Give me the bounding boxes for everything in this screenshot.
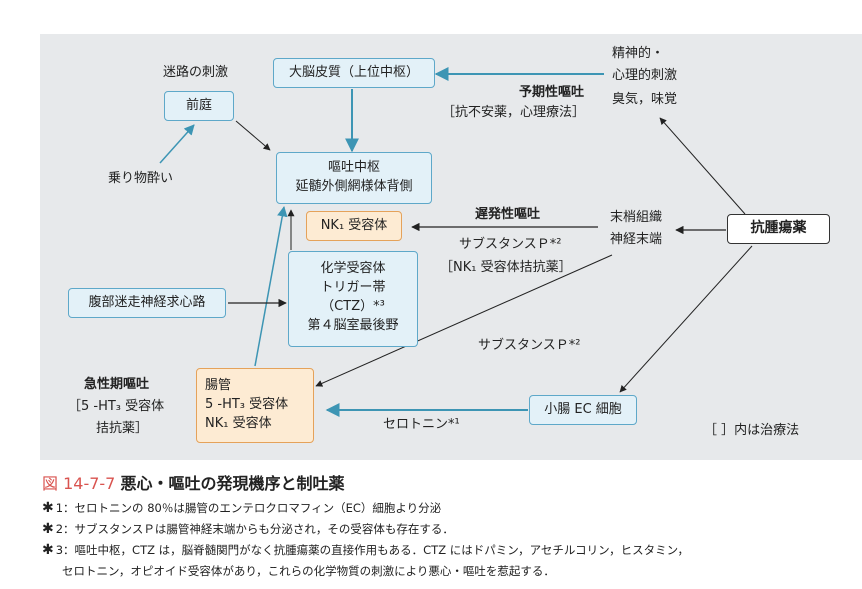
label-substance-p-lower: サブスタンスＰ*²	[478, 338, 581, 353]
footnote-asterisk-icon: ✱	[42, 500, 54, 516]
node-vagus-afferent: 腹部迷走神経求心路	[68, 288, 226, 318]
label-delayed-vomiting: 遅発性嘔吐	[475, 207, 541, 222]
label-nk1-antagonist: ［NK₁ 受容体拮抗薬］	[440, 260, 572, 275]
node-intestine-line3: NK₁ 受容体	[205, 416, 272, 431]
node-antitumor-drug: 抗腫瘍薬	[727, 214, 830, 244]
node-cerebral-cortex-label: 大脳皮質（上位中枢）	[288, 65, 419, 80]
label-psych-3: 臭気，味覚	[612, 92, 678, 107]
label-acute-treatment-2: 拮抗薬］	[96, 421, 149, 436]
node-vestibule: 前庭	[164, 91, 234, 121]
label-psych-1: 精神的・	[612, 46, 665, 61]
edge-antitumor-to-psych	[659, 117, 746, 215]
footnote-asterisk-icon: ✱	[42, 521, 54, 537]
footnote-3: ✱3：嘔吐中枢，CTZ は，脳脊髄関門がなく抗腫瘍薬の直接作用もある．CTZ に…	[42, 542, 689, 559]
node-ec-cell-label: 小腸 EC 細胞	[544, 402, 622, 417]
label-labyrinth: 迷路の刺激	[163, 65, 229, 80]
label-anticipatory-treatment: ［抗不安薬，心理療法］	[442, 105, 586, 120]
label-motion-sickness: 乗り物酔い	[108, 171, 174, 186]
node-intestine: 腸管 5 -HT₃ 受容体 NK₁ 受容体	[196, 368, 314, 443]
node-vomiting-center: 嘔吐中枢 延髄外側網様体背側	[276, 152, 432, 204]
node-nk1-receptor-label: NK₁ 受容体	[320, 218, 388, 233]
node-intestine-line1: 腸管	[205, 378, 232, 393]
label-serotonin: セロトニン*¹	[383, 417, 460, 432]
edge-motion-to-vestibule	[159, 124, 195, 164]
label-nerve-endings: 神経末端	[610, 232, 663, 247]
footnote-3-text: 3：嘔吐中枢，CTZ は，脳脊髄関門がなく抗腫瘍薬の直接作用もある．CTZ には…	[55, 543, 690, 557]
node-antitumor-drug-label: 抗腫瘍薬	[750, 220, 807, 236]
label-acute-treatment-1: ［5 -HT₃ 受容体	[68, 399, 165, 414]
figure-number: 図 14-7-7	[42, 474, 116, 493]
node-intestine-line2: 5 -HT₃ 受容体	[205, 397, 289, 412]
edge-peripheral-to-gut	[315, 254, 613, 387]
node-ctz: 化学受容体 トリガー帯 （CTZ）*³ 第４脳室最後野	[288, 251, 418, 347]
label-substance-p-upper: サブスタンスＰ*²	[459, 237, 562, 252]
node-ctz-line3: （CTZ）*³	[321, 299, 385, 314]
node-ctz-line4: 第４脳室最後野	[307, 318, 399, 333]
node-vestibule-label: 前庭	[185, 98, 212, 113]
node-ec-cell: 小腸 EC 細胞	[529, 395, 637, 425]
label-psych-2: 心理的刺激	[612, 68, 678, 83]
figure-title: 悪心・嘔吐の発現機序と制吐薬	[120, 474, 345, 493]
label-anticipatory-vomiting: 予期性嘔吐	[519, 85, 585, 100]
footnote-asterisk-icon: ✱	[42, 542, 54, 558]
footnote-1: ✱1：セロトニンの 80％は腸管のエンテロクロマフィン（EC）細胞より分泌	[42, 500, 441, 517]
footnote-3-continued: セロトニン，オピオイド受容体があり，これらの化学物質の刺激により悪心・嘔吐を惹起…	[62, 564, 555, 578]
footnote-1-text: 1：セロトニンの 80％は腸管のエンテロクロマフィン（EC）細胞より分泌	[55, 501, 442, 515]
label-legend: ［ ］内は治療法	[704, 423, 800, 438]
node-cerebral-cortex: 大脳皮質（上位中枢）	[273, 58, 435, 88]
figure-caption: 図 14-7-7 悪心・嘔吐の発現機序と制吐薬	[42, 470, 344, 494]
footnote-2-text: 2：サブスタンスＰは腸管神経末端からも分泌され，その受容体も存在する．	[55, 522, 454, 536]
node-nk1-receptor: NK₁ 受容体	[306, 211, 402, 241]
node-vomiting-center-line2: 延髄外側網様体背側	[295, 179, 413, 194]
label-peripheral-tissue: 末梢組織	[610, 210, 663, 225]
node-vagus-afferent-label: 腹部迷走神経求心路	[88, 295, 206, 310]
edge-vestibule-to-center	[235, 120, 271, 151]
node-ctz-line2: トリガー帯	[320, 280, 386, 295]
node-vomiting-center-line1: 嘔吐中枢	[327, 160, 380, 175]
edge-antitumor-to-ec	[619, 245, 753, 393]
footnote-2: ✱2：サブスタンスＰは腸管神経末端からも分泌され，その受容体も存在する．	[42, 521, 454, 538]
node-ctz-line1: 化学受容体	[320, 261, 386, 276]
edge-gut-to-center	[254, 205, 288, 367]
label-acute-vomiting: 急性期嘔吐	[84, 377, 150, 392]
